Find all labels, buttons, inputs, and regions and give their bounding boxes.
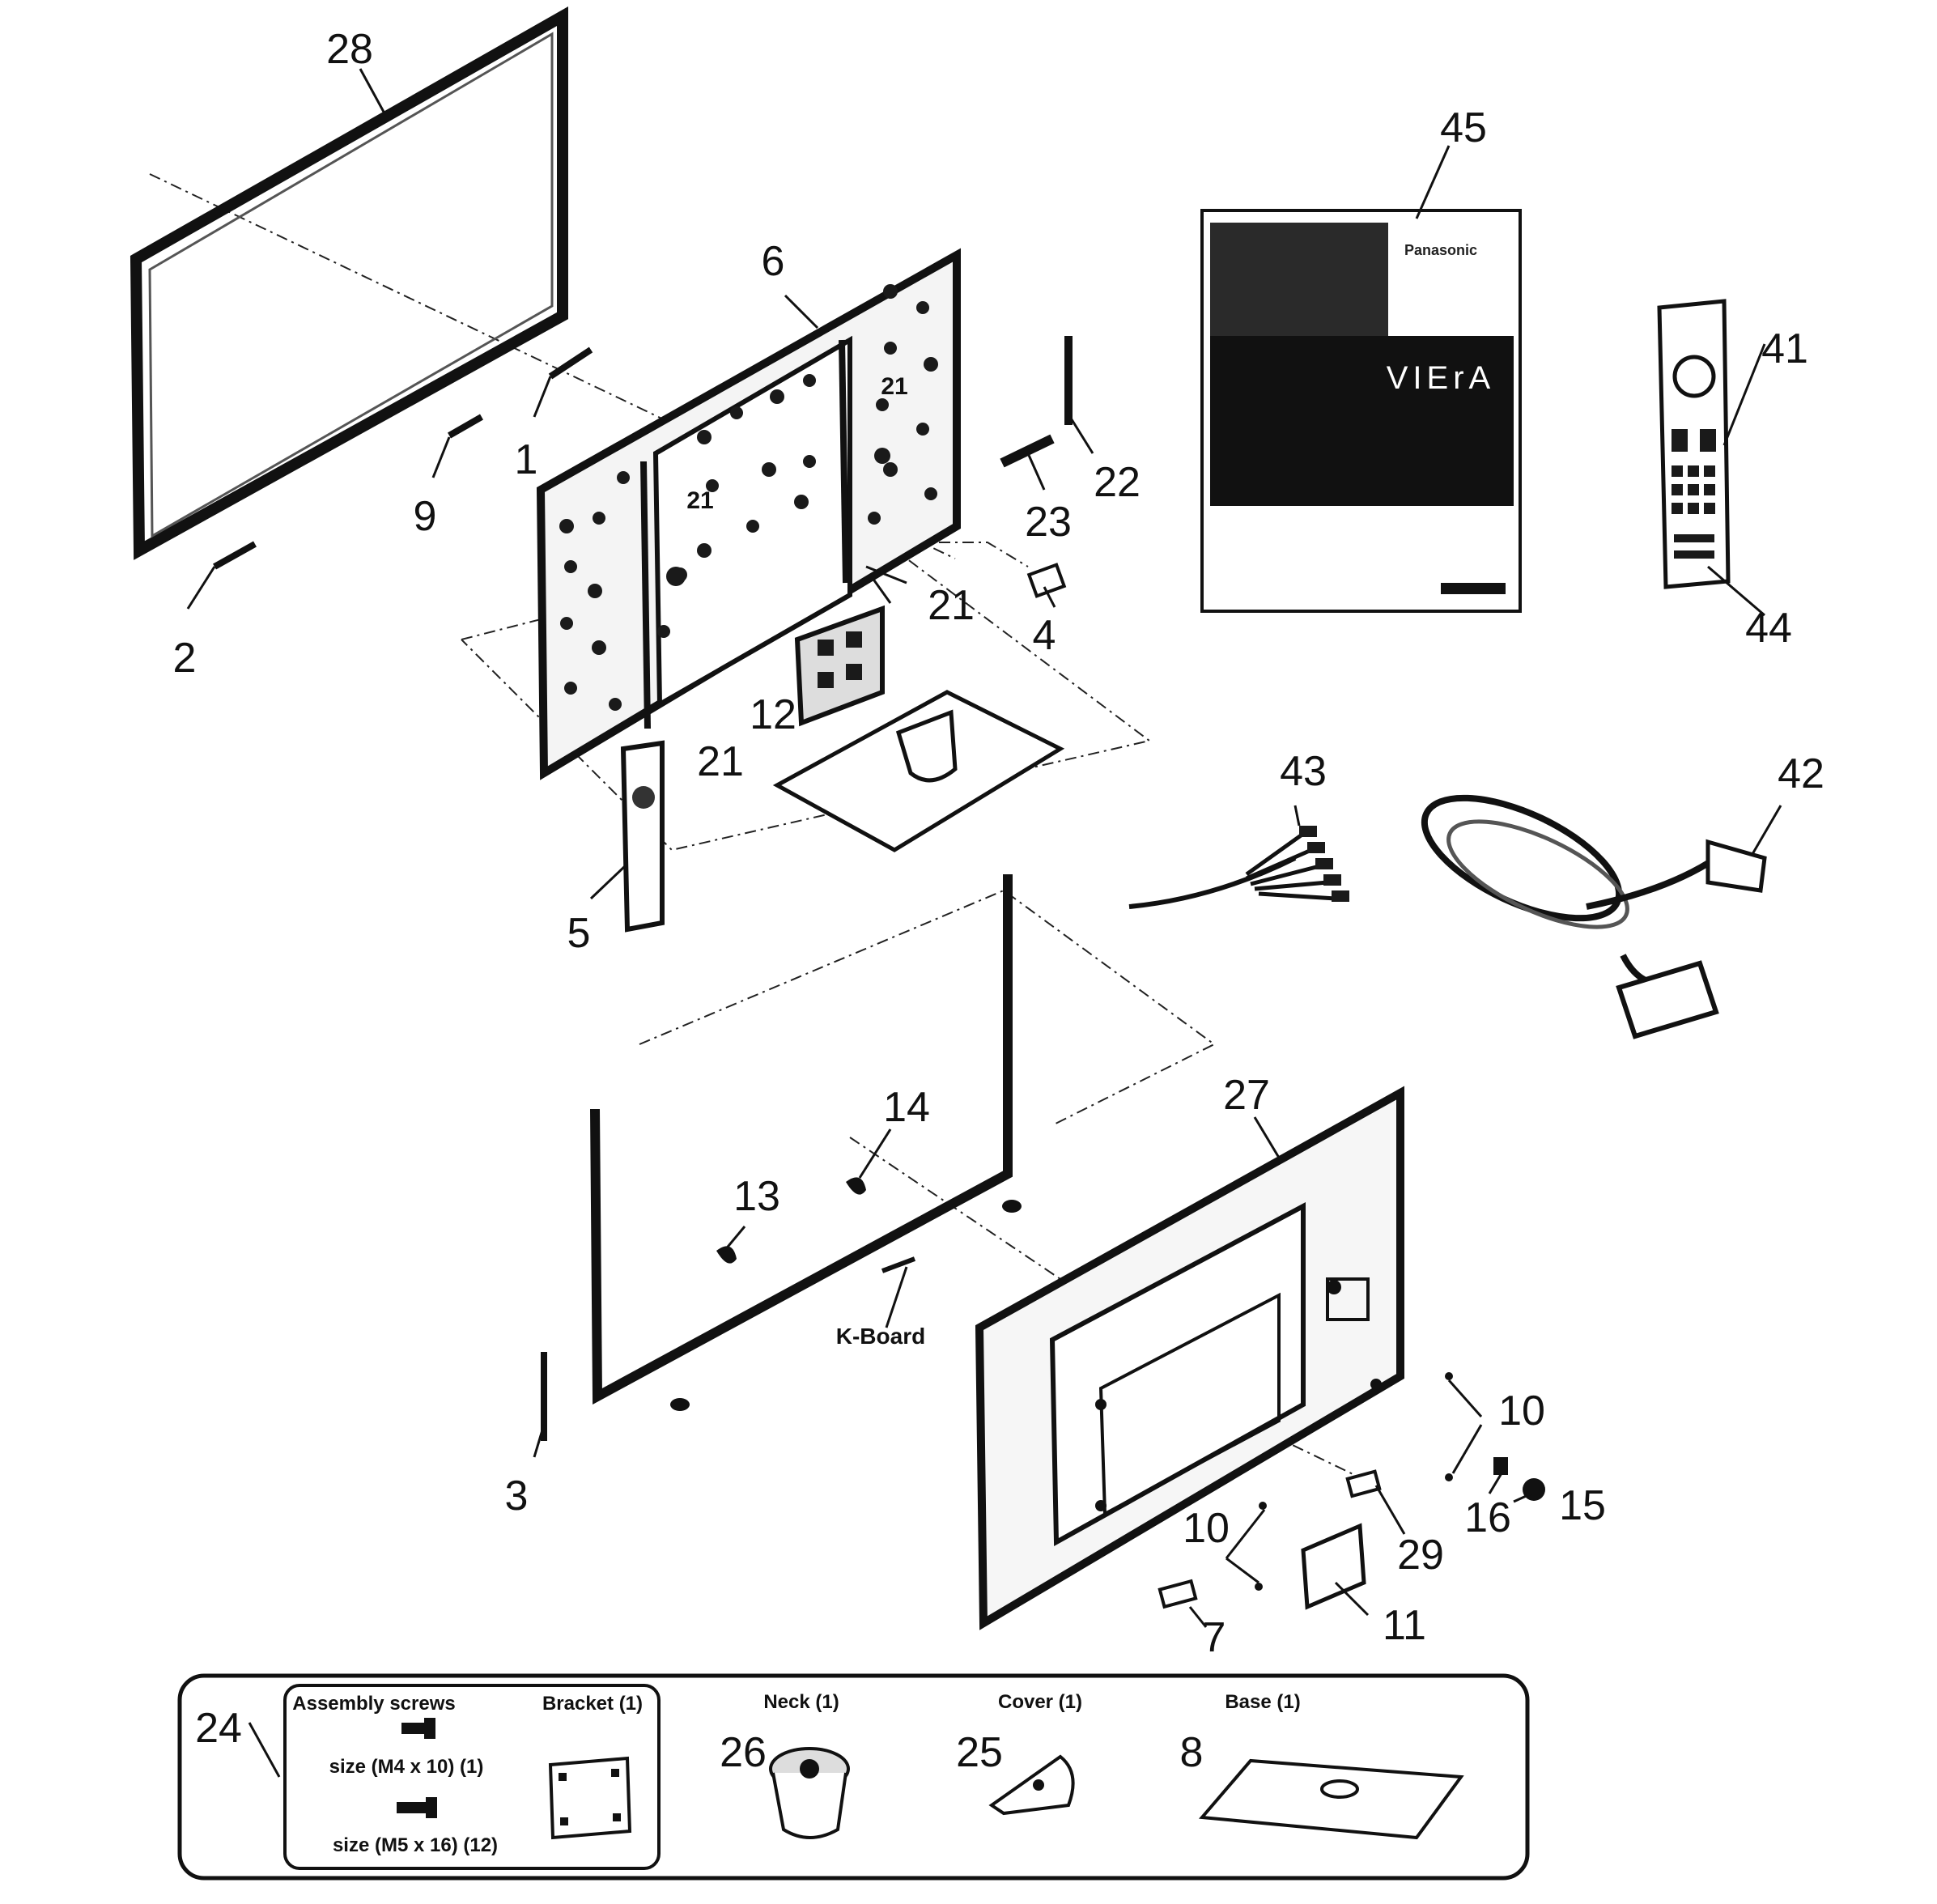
callout-22: 22 <box>1094 459 1141 506</box>
screw-icon <box>397 1797 437 1818</box>
part-6-chassis <box>536 248 961 780</box>
callout-5: 5 <box>567 910 591 957</box>
part-43-av-cable <box>1128 826 1349 909</box>
callout-10b: 10 <box>1183 1505 1230 1552</box>
callout-21d: 21 <box>697 738 744 785</box>
callout-13: 13 <box>733 1173 780 1220</box>
kit-bracket: Bracket (1) <box>542 1693 643 1715</box>
callout-16: 16 <box>1464 1494 1511 1541</box>
callout-8: 8 <box>1180 1729 1204 1776</box>
callout-9: 9 <box>414 493 437 540</box>
callout-29: 29 <box>1397 1532 1444 1579</box>
callout-4: 4 <box>1033 612 1056 659</box>
callout-10a: 10 <box>1498 1388 1545 1434</box>
callout-42: 42 <box>1778 750 1824 797</box>
small-strips <box>213 346 593 570</box>
callout-24: 24 <box>195 1705 242 1752</box>
callout-26: 26 <box>720 1729 767 1776</box>
callout-11: 11 <box>1383 1602 1426 1649</box>
callout-14: 14 <box>883 1084 930 1131</box>
part-12-stand-bracket <box>772 605 1065 852</box>
callout-1: 1 <box>515 436 538 483</box>
screw-icon <box>401 1718 435 1739</box>
kit-assembly-screws: Assembly screws <box>292 1693 455 1715</box>
callout-numbers: 28 45 6 41 21 1 22 21 9 23 21 4 44 2 12 … <box>173 26 1824 1661</box>
callout-28: 28 <box>326 26 373 73</box>
callout-41: 41 <box>1761 325 1808 372</box>
callout-7: 7 <box>1203 1614 1226 1661</box>
callout-21a: 21 <box>881 373 907 400</box>
callout-21b: 21 <box>686 487 713 514</box>
neck-icon <box>769 1747 850 1839</box>
callout-2: 2 <box>173 635 197 682</box>
part-28-front-bezel <box>130 6 568 560</box>
base-icon <box>1198 1758 1464 1840</box>
kit-screw-size-1: size (M4 x 10) (1) <box>329 1756 484 1778</box>
leader-lines <box>186 68 1782 1778</box>
kit-base: Base (1) <box>1225 1691 1300 1713</box>
k-board-label: K-Board <box>836 1324 925 1349</box>
accessory-kit: 24 Assembly screws size (M4 x 10) (1) si… <box>177 1673 1530 1881</box>
part-3-rear-frame <box>541 874 1022 1441</box>
cover-icon <box>988 1754 1075 1816</box>
kit-neck: Neck (1) <box>763 1691 839 1713</box>
callout-25: 25 <box>956 1729 1003 1776</box>
part-27-rear-cover <box>975 1086 1404 1630</box>
callout-45: 45 <box>1440 104 1487 151</box>
callout-12: 12 <box>750 691 796 738</box>
part-5-pillar <box>620 740 665 933</box>
parts-22-23-4 <box>1000 336 1073 598</box>
bracket-icon <box>548 1756 632 1840</box>
part-45-manual: Panasonic VIErA <box>1200 209 1522 613</box>
callout-21c: 21 <box>928 582 975 629</box>
manual-brand: Panasonic <box>1404 242 1477 258</box>
callout-23: 23 <box>1025 499 1072 546</box>
callout-3: 3 <box>505 1473 529 1519</box>
manual-product: VIErA <box>1387 360 1495 396</box>
callout-27: 27 <box>1223 1072 1270 1119</box>
part-41-remote <box>1657 299 1731 589</box>
small-rear-parts <box>1158 1372 1545 1610</box>
kit-screw-size-2: size (M5 x 16) (12) <box>333 1834 498 1856</box>
callout-15: 15 <box>1559 1482 1606 1529</box>
part-42-power-cord <box>1421 794 1767 1039</box>
kit-cover: Cover (1) <box>998 1691 1082 1713</box>
callout-6: 6 <box>762 238 785 285</box>
callout-43: 43 <box>1280 748 1327 795</box>
callout-44: 44 <box>1745 605 1792 652</box>
